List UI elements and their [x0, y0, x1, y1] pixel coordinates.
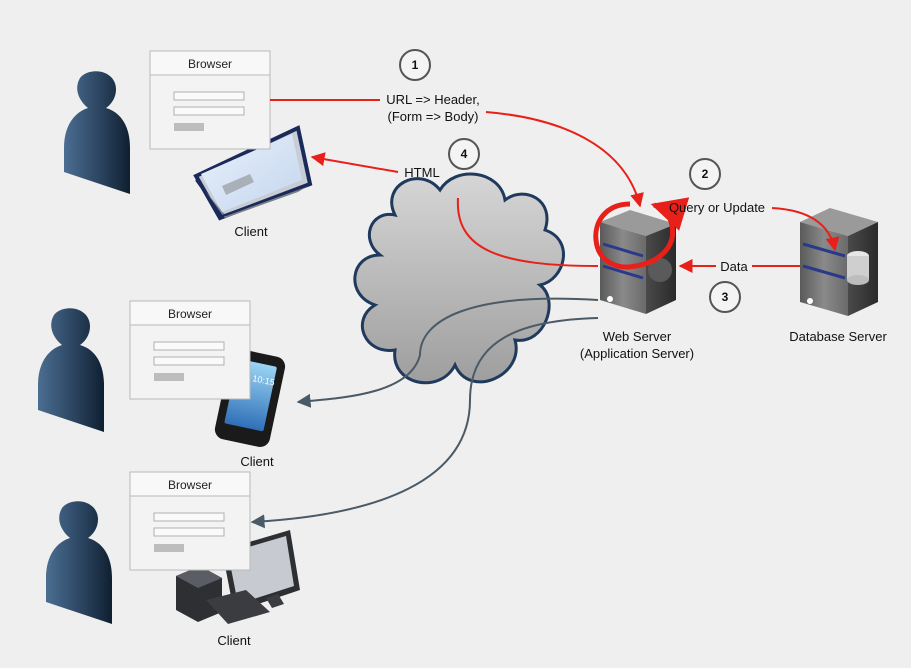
browser-text-field: [153, 527, 225, 537]
browser-text-field: [153, 512, 225, 522]
browser-submit-button: [154, 373, 184, 381]
browser-text-field: [173, 106, 245, 116]
request-arrow-step-1: [270, 99, 640, 206]
internet-cloud-icon: [353, 172, 565, 385]
web-to-phone-connector: [296, 297, 599, 408]
browser-submit-button: [154, 544, 184, 552]
query-arrow-step-2: [771, 207, 840, 252]
processing-loop-icon: [593, 197, 690, 270]
web-to-desktop-connector: [250, 317, 599, 529]
browser-submit-button: [174, 123, 204, 131]
step-badge-1: 1: [399, 49, 431, 81]
database-server-icon: [800, 208, 878, 316]
step-1-label-line1: URL => Header,: [386, 92, 479, 107]
browser-window-desktop: Browser: [129, 471, 251, 571]
step-1-label-line2: (Form => Body): [387, 109, 478, 124]
svg-text:4: 4: [461, 147, 468, 161]
svg-text:3: 3: [722, 290, 729, 304]
step-badge-2: 2: [689, 158, 721, 190]
laptop-client-label: Client: [234, 224, 268, 239]
web-server-label: Web Server: [603, 329, 672, 344]
web-server-sublabel: (Application Server): [580, 346, 694, 361]
browser-title: Browser: [168, 478, 212, 492]
step-3-label: Data: [720, 259, 748, 274]
phone-clock-text: 10:15: [252, 373, 276, 387]
person-icon-laptop-user: [64, 71, 130, 194]
step-badge-4: 4: [448, 138, 480, 170]
browser-text-field: [173, 91, 245, 101]
browser-title: Browser: [168, 307, 212, 321]
browser-window-laptop: Browser: [149, 50, 271, 150]
database-server-label: Database Server: [789, 329, 887, 344]
person-icon-desktop-user: [46, 501, 112, 624]
svg-text:1: 1: [412, 58, 419, 72]
desktop-client-label: Client: [217, 633, 251, 648]
browser-title: Browser: [188, 57, 232, 71]
browser-window-phone: Browser: [129, 300, 251, 400]
svg-text:2: 2: [702, 167, 709, 181]
person-icon-phone-user: [38, 308, 104, 432]
browser-text-field: [153, 356, 225, 366]
step-4-label: HTML: [404, 165, 439, 180]
html-response-arrow-step-4: [312, 157, 599, 267]
phone-client-label: Client: [240, 454, 274, 469]
step-2-label: Query or Update: [669, 200, 765, 215]
step-badge-3: 3: [709, 281, 741, 313]
browser-text-field: [153, 341, 225, 351]
